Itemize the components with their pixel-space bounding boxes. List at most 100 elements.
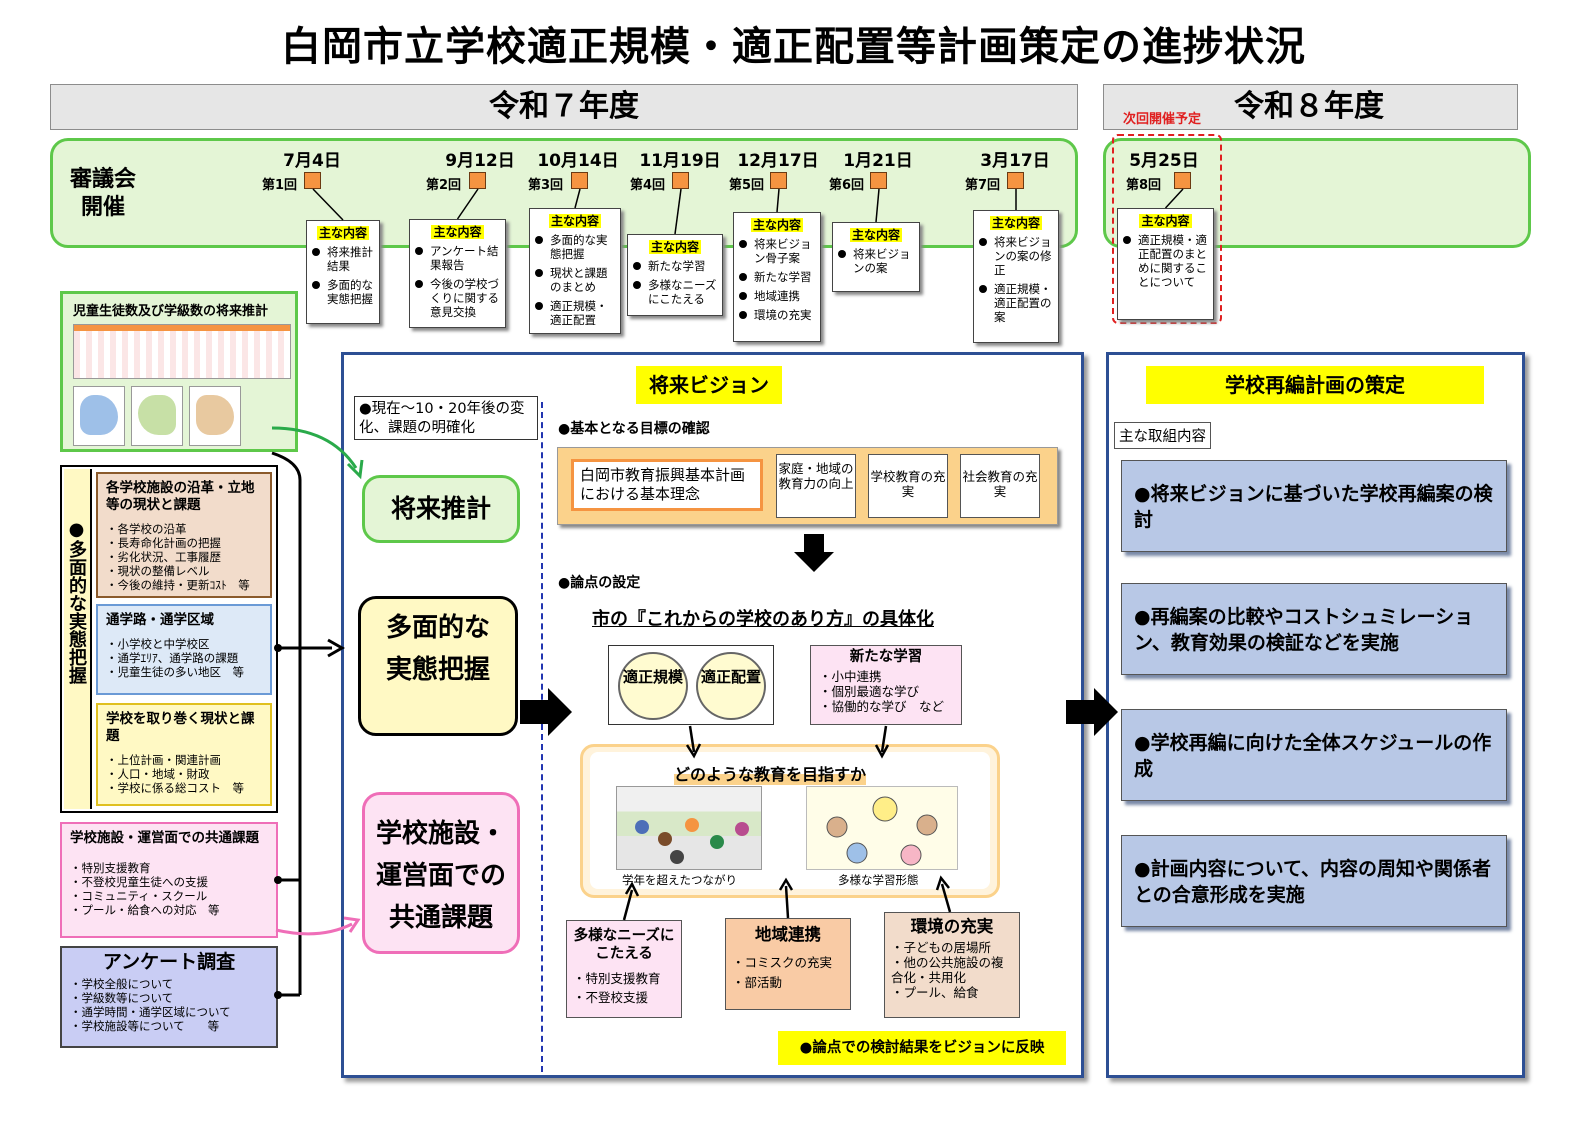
- forecast-map-thumbnail-1: [73, 386, 125, 446]
- session-contents: 主な内容将来ビジョンの案: [832, 222, 920, 292]
- contents-item: 将来ビジョンの案の修正: [979, 235, 1053, 277]
- facility-history-item: 各学校の沿革: [106, 522, 262, 536]
- env-list: 子どもの居場所他の公共施設の複合化・共用化プール、給食: [891, 940, 1013, 1000]
- plan-item-4: ●計画内容について、内容の周知や関係者との合意形成を実施: [1121, 835, 1507, 927]
- aim-heading: どのような教育を目指すか: [674, 761, 867, 785]
- session-connector: [1164, 188, 1184, 209]
- plan-title: 学校再編計画の策定: [1146, 366, 1484, 404]
- facility-history-item: 今後の維持・更新ｺｽﾄ 等: [106, 578, 262, 592]
- plan-item-3: ●学校再編に向けた全体スケジュールの作成: [1121, 709, 1507, 801]
- needs-box: 多様なニーズにこたえる 特別支援教育不登校支援: [566, 920, 682, 1018]
- session-connector: [776, 188, 780, 213]
- forecast-table-thumbnail: [73, 324, 291, 379]
- session-number: 第7回: [965, 178, 1001, 193]
- plan-item-2: ●再編案の比較やコストシュミレーション、教育効果の検証などを実施: [1121, 583, 1507, 675]
- session-contents: 主な内容将来ビジョンの案の修正適正規模・適正配置の案: [973, 210, 1059, 343]
- next-meeting-label: 次回開催予定: [1123, 112, 1202, 127]
- session-marker: [770, 172, 787, 189]
- surrounding-issues-list: 上位計画・関連計画人口・地域・財政学校に係る総コスト 等: [106, 753, 262, 795]
- questionnaire-item: 学校全般について: [70, 977, 268, 991]
- common-issues-title: 学校施設・運営面での共通課題: [70, 830, 259, 846]
- session-connector: [674, 188, 682, 235]
- session-marker: [469, 172, 486, 189]
- council-label-line1: 審議会: [70, 167, 137, 192]
- session-number: 第6回: [829, 178, 865, 193]
- multi-survey-frame: [60, 465, 278, 813]
- session-number: 第2回: [426, 178, 462, 193]
- region-list: コミスクの充実部活動: [732, 953, 844, 993]
- council-label-line2: 開催: [81, 195, 126, 220]
- new-learning-item: 個別最適な学び: [819, 684, 953, 699]
- page-title: 白岡市立学校適正規模・適正配置等計画策定の進捗状況: [281, 24, 1306, 70]
- new-learning-list: 小中連携個別最適な学び協働的な学び など: [819, 669, 953, 714]
- facility-history-item: 長寿命化計画の把握: [106, 536, 262, 550]
- goal-school-education: 学校教育の充実: [868, 454, 948, 518]
- env-item: 子どもの居場所: [891, 940, 1013, 955]
- facility-history-item: 劣化状況、工事履歴: [106, 550, 262, 564]
- contents-heading: 主な内容: [1139, 214, 1192, 228]
- contents-item: 将来ビジョンの案: [838, 247, 914, 275]
- school-route-list: 小学校と中学校区通学ｴﾘｱ、通学路の課題児童生徒の多い地区 等: [106, 637, 262, 679]
- common-issues-item: プール・給食への対応 等: [70, 903, 268, 917]
- forecast-panel: 児童生徒数及び学級数の将来推計: [60, 291, 298, 452]
- basic-plan-box: 白岡市教育振興基本計画における基本理念: [571, 459, 763, 511]
- questionnaire-item: 通学時間・通学区域について: [70, 1005, 268, 1019]
- session-number: 第3回: [528, 178, 564, 193]
- common-issues-item: 不登校児童生徒への支援: [70, 875, 268, 889]
- session-contents: 主な内容アンケート結果報告今後の学校づくりに関する意見交換: [409, 219, 506, 328]
- contents-item: 今後の学校づくりに関する意見交換: [415, 277, 500, 319]
- circle-scale: 適正規模: [618, 652, 688, 720]
- surrounding-issues-title: 学校を取り巻く現状と課題: [106, 711, 255, 744]
- session-date: 3月17日: [980, 151, 1050, 171]
- needs-list: 特別支援教育不登校支援: [573, 969, 675, 1007]
- session-connector: [875, 188, 880, 223]
- contents-heading: 主な内容: [431, 225, 484, 239]
- common-issues-item: 特別支援教育: [70, 861, 268, 875]
- contents-item: 適正規模・適正配置: [535, 299, 615, 327]
- forecast-map-thumbnail-2: [131, 386, 183, 446]
- region-box: 地域連携 コミスクの充実部活動: [725, 918, 851, 1010]
- session-marker: [571, 172, 588, 189]
- session-date: 5月25日: [1129, 151, 1199, 171]
- facility-history-title: 各学校施設の沿革・立地等の現状と課題: [106, 480, 255, 513]
- session-contents: 主な内容将来推計結果多面的な実態把握: [306, 220, 380, 324]
- stage-forecast: 将来推計: [362, 475, 520, 543]
- contents-item: 現状と課題のまとめ: [535, 266, 615, 294]
- plan-tag: 主な取組内容: [1114, 422, 1211, 449]
- new-learning-title: 新たな学習: [849, 649, 923, 665]
- forecast-title: 児童生徒数及び学級数の将来推計: [73, 304, 269, 319]
- school-route-item: 通学ｴﾘｱ、通学路の課題: [106, 651, 262, 665]
- contents-item: 多面的な実態把握: [312, 278, 374, 306]
- session-date: 9月12日: [445, 151, 515, 171]
- contents-heading: 主な内容: [548, 214, 601, 228]
- council-label: 審議会 開催: [70, 166, 136, 222]
- session-date: 12月17日: [737, 151, 819, 171]
- session-marker: [1007, 172, 1024, 189]
- session-date: 11月19日: [639, 151, 721, 171]
- contents-item: 地域連携: [739, 289, 815, 303]
- new-learning-item: 協働的な学び など: [819, 699, 953, 714]
- issues-label: ●論点の設定: [558, 575, 641, 591]
- session-contents: 主な内容新たな学習多様なニーズにこたえる: [627, 234, 723, 316]
- contents-heading: 主な内容: [849, 228, 902, 242]
- session-connector: [312, 188, 344, 221]
- facility-history-item: 現状の整備レベル: [106, 564, 262, 578]
- stage-multi-survey: 多面的な実態把握: [358, 596, 518, 736]
- next-meeting-frame: [1112, 134, 1222, 324]
- questionnaire-list: 学校全般について学級数等について通学時間・通学区域について学校施設等について 等: [70, 977, 268, 1033]
- year-bar-r8: 令和８年度: [1103, 84, 1518, 130]
- contents-item: 適正規模・適正配置のまとめに関することについて: [1123, 233, 1208, 289]
- surrounding-issues-card: 学校を取り巻く現状と課題 上位計画・関連計画人口・地域・財政学校に係る総コスト …: [96, 703, 272, 806]
- session-contents: 主な内容適正規模・適正配置のまとめに関することについて: [1117, 208, 1214, 320]
- needs-item: 不登校支援: [573, 988, 675, 1007]
- common-issues-item: コミュニティ・スクール: [70, 889, 268, 903]
- down-arrow-icon: [794, 534, 834, 572]
- session-date: 1月21日: [843, 151, 913, 171]
- change-note: ●現在～10・20年後の変化、課題の明確化: [354, 396, 538, 440]
- region-title: 地域連携: [755, 925, 821, 944]
- session-contents: 主な内容将来ビジョン骨子案新たな学習地域連携環境の充実: [733, 212, 821, 342]
- contents-heading: 主な内容: [316, 226, 369, 240]
- region-item: 部活動: [732, 973, 844, 993]
- surrounding-issues-item: 人口・地域・財政: [106, 767, 262, 781]
